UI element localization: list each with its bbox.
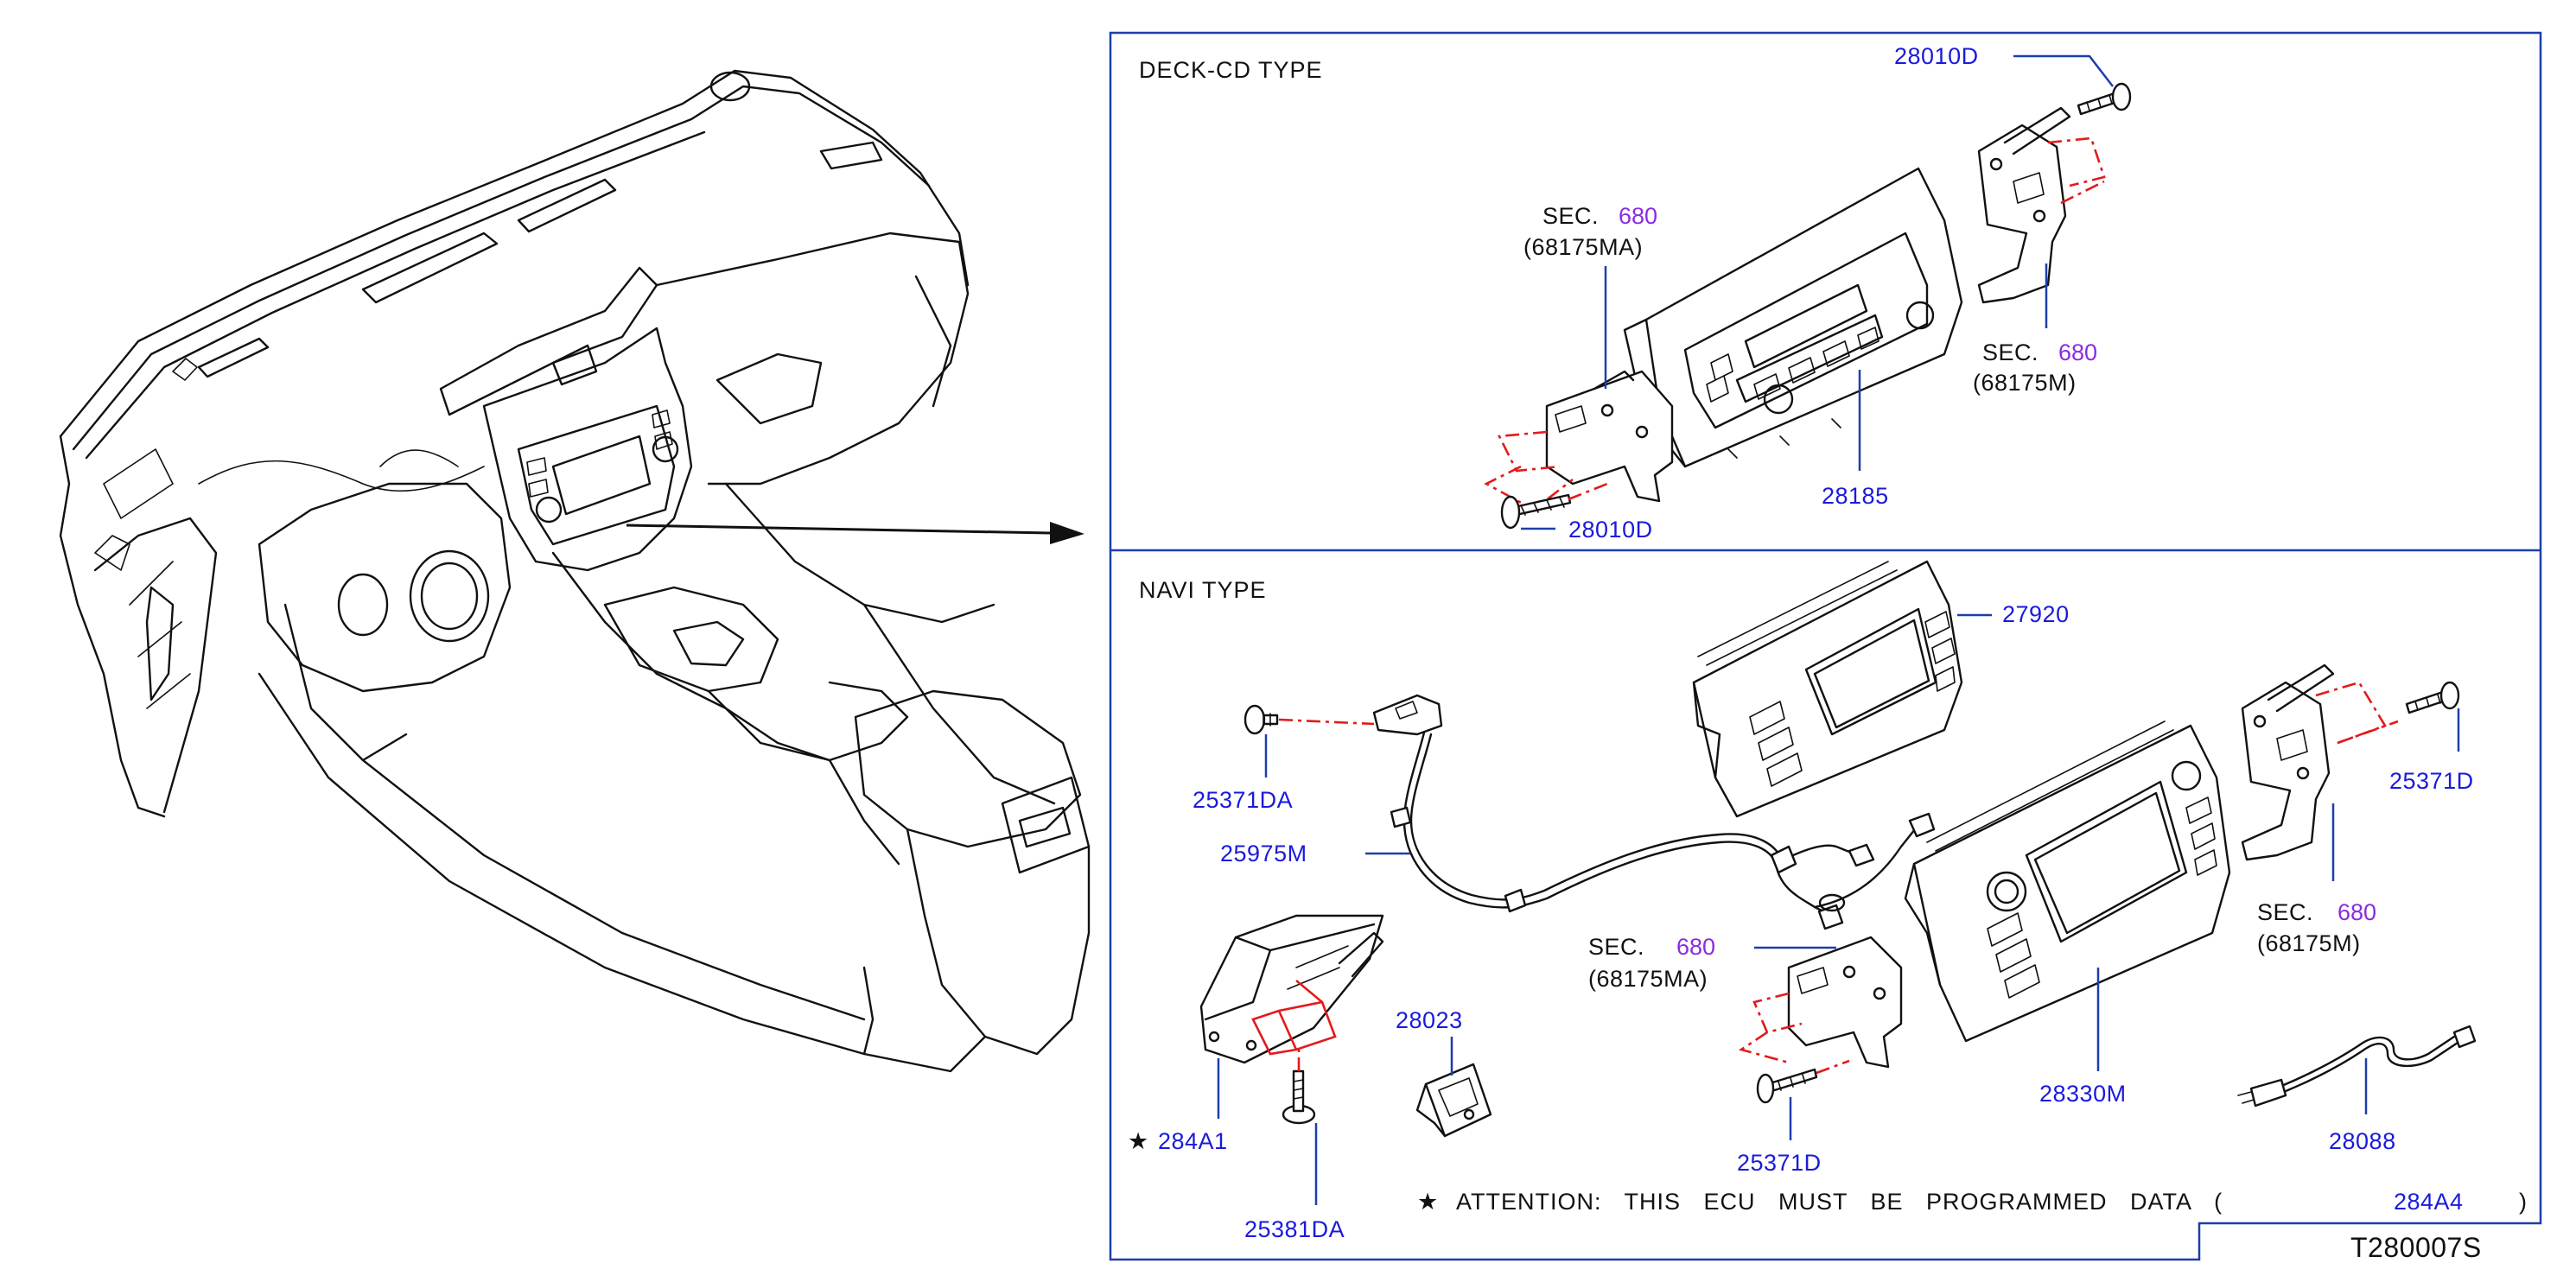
navi-harness-label: 25975M [1220, 841, 1307, 866]
navi-antenna-cable [2237, 1025, 2477, 1107]
deck-unit-label: 28185 [1822, 483, 1889, 509]
attention-star: ★ [1417, 1189, 1439, 1215]
diagram-frame [1109, 31, 2542, 1261]
navi-ecu-screw-icon [1282, 1045, 1316, 1125]
navi-harness [1390, 731, 1936, 930]
attention-text: ATTENTION: THIS ECU MUST BE PROGRAMMED D… [1456, 1189, 2223, 1215]
deck-right-bracket [1977, 106, 2106, 304]
navi-panel-title: NAVI TYPE [1139, 577, 1267, 603]
navi-ecu-star: ★ [1128, 1128, 1149, 1154]
deck-sec-right-number: 680 [2058, 340, 2097, 365]
navi-sec-right-prefix: SEC. [2257, 899, 2313, 925]
deck-leader-lines [1521, 54, 2114, 530]
deck-screw-bottom-icon [1500, 482, 1608, 530]
navi-sec-right-code: (68175M) [2257, 930, 2361, 956]
navi-mid-bracket [1738, 936, 1903, 1069]
deck-sec-right-code: (68175M) [1973, 370, 2077, 396]
navi-sec-mid-code: (68175MA) [1588, 966, 1708, 992]
navi-sec-mid-prefix: SEC. [1588, 934, 1644, 960]
deck-panel-title: DECK-CD TYPE [1139, 57, 1323, 83]
navi-screw-mid-icon [1756, 1059, 1850, 1104]
deck-left-bracket [1484, 370, 1674, 511]
deck-sec-left-code: (68175MA) [1523, 234, 1643, 260]
navi-screw-right-label: 25371D [2389, 768, 2474, 794]
deck-sec-left-number: 680 [1619, 203, 1657, 229]
navi-screw-left-icon [1243, 694, 1443, 736]
deck-screw-bottom-label: 28010D [1568, 517, 1653, 543]
navi-sec-mid-number: 680 [1676, 934, 1715, 960]
navi-right-bracket [2241, 663, 2399, 861]
pointer-arrow [626, 522, 1084, 544]
attention-close-paren: ) [2519, 1189, 2528, 1215]
navi-screw-mid-label: 25371D [1737, 1150, 1822, 1176]
dashboard-illustration [59, 69, 1091, 1073]
deck-sec-left-prefix: SEC. [1542, 203, 1599, 229]
navi-screw-left-label: 25371DA [1193, 787, 1293, 813]
navi-screw-right-icon [2405, 681, 2460, 714]
navi-leader-lines [1217, 613, 2460, 1205]
navi-unit-label: 28330M [2039, 1081, 2127, 1107]
attention-part-number: 284A4 [2394, 1189, 2464, 1215]
navi-ecu-label: 284A1 [1158, 1128, 1228, 1154]
deck-head-unit [1623, 167, 1963, 468]
navi-display-label: 27920 [2002, 601, 2070, 627]
navi-antenna-label: 28088 [2329, 1128, 2396, 1154]
navi-ecu-module [1199, 914, 1384, 1064]
navi-sec-right-number: 680 [2337, 899, 2376, 925]
deck-sec-right-prefix: SEC. [1982, 340, 2039, 365]
deck-screw-top-label: 28010D [1894, 43, 1979, 69]
navi-switch [1415, 1063, 1492, 1138]
navi-main-unit [1904, 720, 2231, 1043]
diagram-reference-code: T280007S [2350, 1232, 2482, 1263]
navi-display-unit [1692, 560, 1963, 818]
navi-switch-label: 28023 [1396, 1007, 1463, 1033]
navi-ecu-screw-label: 25381DA [1244, 1216, 1345, 1242]
deck-screw-top-icon [2077, 82, 2132, 116]
